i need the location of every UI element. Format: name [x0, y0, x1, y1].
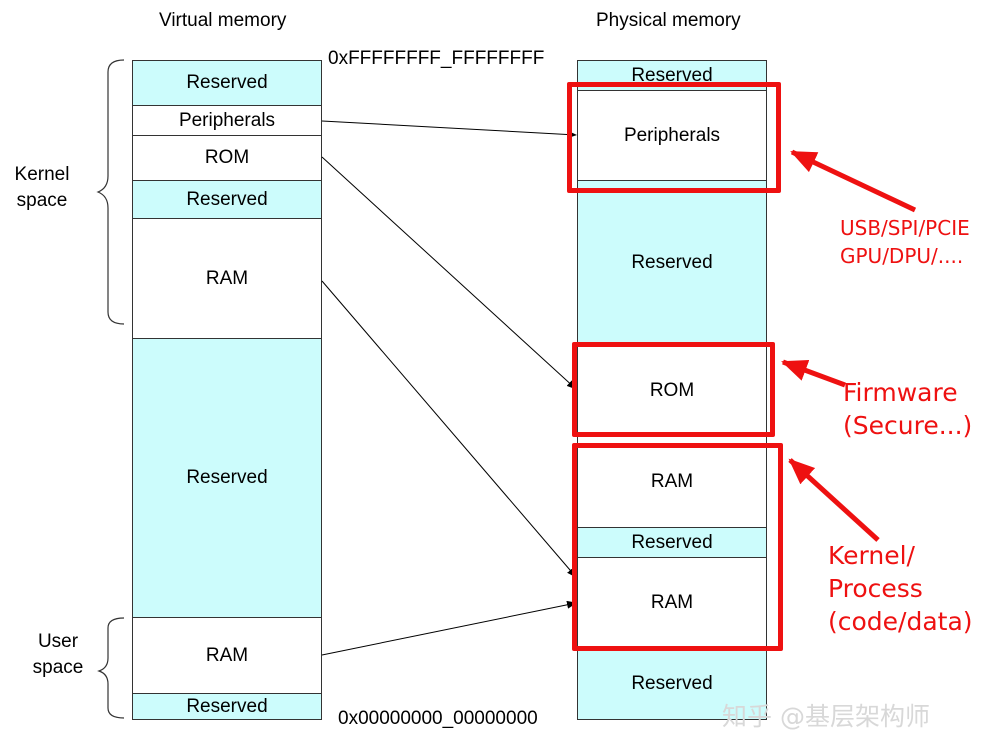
virtual-block-reserved: Reserved — [132, 180, 322, 219]
physical-block-reserved: Reserved — [577, 180, 767, 346]
red-arrow-kernel — [788, 458, 880, 542]
virtual-block-ram-kernel: RAM — [132, 218, 322, 339]
physical-block-reserved: Reserved — [577, 647, 767, 720]
virtual-block-reserved: Reserved — [132, 60, 322, 106]
physical-block-peripherals: Peripherals — [577, 90, 767, 181]
arrow-rom-mapping — [321, 156, 577, 390]
annotation-kernel-process: Kernel/ Process (code/data) — [828, 541, 973, 636]
user-space-label: User space — [32, 631, 84, 678]
virtual-block-rom: ROM — [132, 135, 322, 181]
virtual-block-reserved: Reserved — [132, 338, 322, 618]
virtual-block-reserved: Reserved — [132, 693, 322, 720]
watermark: 知乎 @基层架构师 — [722, 702, 930, 731]
highlight-rom-box — [572, 342, 775, 437]
physical-block-ram-lower: RAM — [577, 557, 767, 648]
red-arrow-peripherals — [790, 149, 917, 213]
user-space-brace — [97, 617, 125, 719]
top-address-label: 0xFFFFFFFF_FFFFFFFF — [328, 48, 545, 69]
physical-block-ram-upper: RAM — [577, 435, 767, 528]
highlight-peripherals-box — [567, 82, 781, 193]
physical-block-reserved: Reserved — [577, 527, 767, 558]
highlight-ram-box — [572, 443, 783, 651]
physical-memory-title: Physical memory — [596, 10, 741, 31]
arrow-kernel-ram-mapping — [321, 280, 577, 578]
virtual-memory-title: Virtual memory — [159, 10, 287, 31]
red-arrow-firmware — [781, 359, 846, 388]
arrow-peripherals-mapping — [321, 120, 577, 139]
virtual-block-ram-user: RAM — [132, 617, 322, 694]
kernel-space-brace — [96, 59, 125, 325]
annotation-peripherals: USB/SPI/PCIE GPU/DPU/.... — [840, 216, 970, 268]
physical-block-rom: ROM — [577, 345, 767, 436]
bottom-address-label: 0x00000000_00000000 — [338, 708, 538, 729]
arrow-user-ram-mapping — [321, 600, 577, 656]
kernel-space-label: Kernel space — [14, 164, 70, 211]
annotation-firmware: Firmware (Secure...) — [843, 378, 973, 440]
